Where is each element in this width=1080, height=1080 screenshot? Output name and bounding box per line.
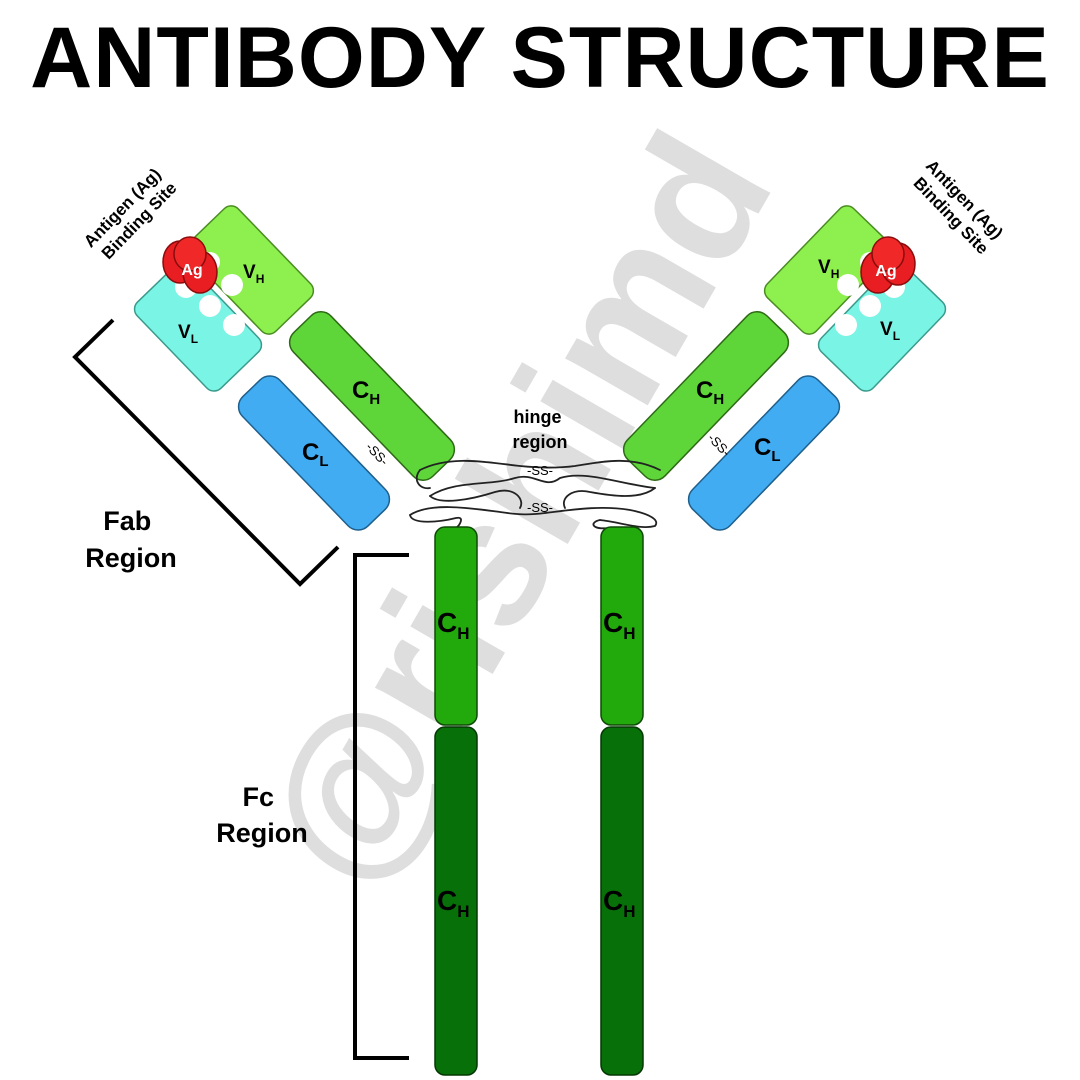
right-cl-label: CL (754, 434, 781, 465)
left-fc-upper-domain (434, 526, 478, 726)
left-fab-arm: Ag VH VL CH CL -SS- (133, 205, 456, 531)
right-light-constant-domain (687, 375, 841, 531)
fab-bracket (72, 318, 340, 587)
page-title: ANTIBODY STRUCTURE (30, 10, 1050, 106)
left-fc-lower-domain (434, 726, 478, 1076)
left-light-constant-domain (237, 375, 391, 531)
right-fab-arm: Ag VH VL CH CL -SS- (622, 205, 947, 531)
right-fc-upper-domain (600, 526, 644, 726)
left-vh-label: VH (243, 262, 264, 286)
fc-bracket (353, 553, 409, 1060)
left-light-variable-domain (133, 262, 263, 392)
right-ch-label: CH (696, 377, 724, 408)
right-antigen-label: Ag (875, 263, 896, 280)
left-ch-label: CH (352, 377, 380, 408)
right-vl-label: VL (880, 319, 900, 343)
left-heavy-constant-domain (288, 311, 456, 481)
left-fc-stem: CH CH (434, 526, 478, 1076)
fab-region-label: Fab Region (85, 506, 177, 573)
right-binding-site-label: Antigen (Ag) Binding Site (907, 156, 1010, 261)
right-fc-stem: CH CH (600, 526, 644, 1076)
right-heavy-constant-domain (622, 311, 790, 481)
right-antigen: Ag (860, 236, 916, 294)
fc-region-label: Fc Region (216, 782, 308, 848)
left-fc-upper-label: CH (437, 607, 470, 643)
left-fc-lower-label: CH (437, 885, 470, 921)
hinge-region (409, 459, 661, 530)
right-fc-upper-label: CH (603, 607, 636, 643)
left-vl-label: VL (178, 322, 198, 346)
left-antigen: Ag (162, 236, 218, 294)
left-cl-label: CL (302, 439, 329, 470)
right-light-variable-domain (817, 262, 947, 392)
left-antigen-label: Ag (181, 262, 202, 279)
right-fc-lower-label: CH (603, 885, 636, 921)
hinge-disulfide-lower: -SS- (527, 500, 553, 515)
hinge-label: hinge region (512, 407, 567, 452)
hinge-disulfide-upper: -SS- (527, 463, 553, 478)
right-fc-lower-domain (600, 726, 644, 1076)
right-vh-label: VH (818, 257, 839, 281)
